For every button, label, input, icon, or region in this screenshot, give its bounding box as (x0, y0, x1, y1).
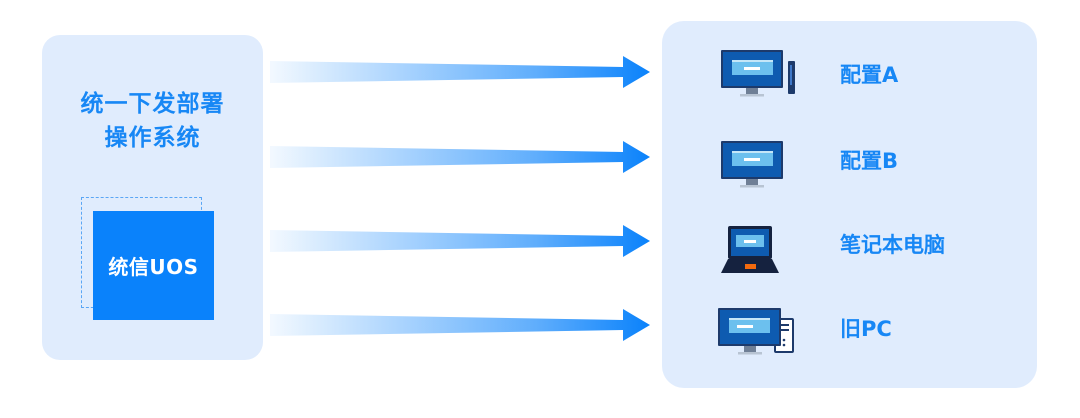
source-panel: 统一下发部署 操作系统 统信UOS (42, 35, 263, 360)
target-label: 笔记本电脑 (840, 233, 945, 257)
source-title-line1: 统一下发部署 (80, 91, 225, 117)
arrow-to-target-4 (270, 309, 650, 341)
laptop-icon (721, 226, 779, 273)
uos-logo: 统信UOS (93, 211, 214, 320)
arrow-shape (270, 309, 650, 341)
source-title-line2: 操作系统 (104, 125, 201, 151)
arrow-to-target-2 (270, 141, 650, 173)
arrow-to-target-3 (270, 225, 650, 257)
arrow-shape (270, 225, 650, 257)
desktop-with-mini-tower-icon (721, 50, 795, 97)
arrow-shape (270, 141, 650, 173)
targets-panel: 配置A 配置B 笔记本电脑 (662, 21, 1037, 388)
arrow-to-target-1 (270, 56, 650, 88)
desktop-monitor-icon (721, 141, 783, 188)
arrow-shape (270, 56, 650, 88)
target-label: 配置A (840, 63, 899, 87)
target-label: 旧PC (840, 317, 892, 341)
desktop-with-tower-icon (718, 308, 794, 355)
uos-logo-text: 统信UOS (108, 255, 199, 279)
target-label: 配置B (840, 149, 899, 173)
